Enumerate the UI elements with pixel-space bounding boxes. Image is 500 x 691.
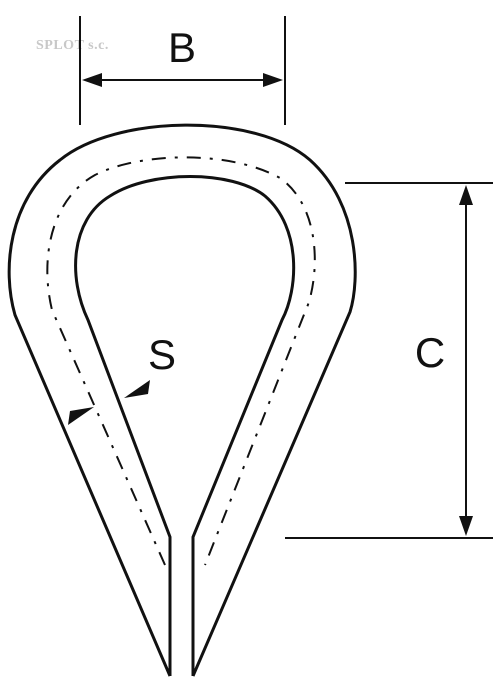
dimension-s-arrow-outer bbox=[68, 407, 94, 425]
thimble-inner-contour bbox=[74, 175, 296, 676]
watermark: SPLOT s.c. bbox=[36, 38, 109, 53]
dimension-c-arrow-bottom bbox=[459, 516, 473, 536]
center-line bbox=[46, 156, 316, 566]
label-c: C bbox=[415, 329, 445, 376]
label-s: S bbox=[148, 331, 176, 378]
dimension-s-arrow-inner bbox=[124, 380, 150, 398]
thimble-outer-contour bbox=[7, 123, 357, 677]
dimension-b-arrow-left bbox=[82, 73, 102, 87]
label-b: B bbox=[168, 24, 196, 71]
dimension-b-arrow-right bbox=[263, 73, 283, 87]
dimension-c-arrow-top bbox=[459, 185, 473, 205]
